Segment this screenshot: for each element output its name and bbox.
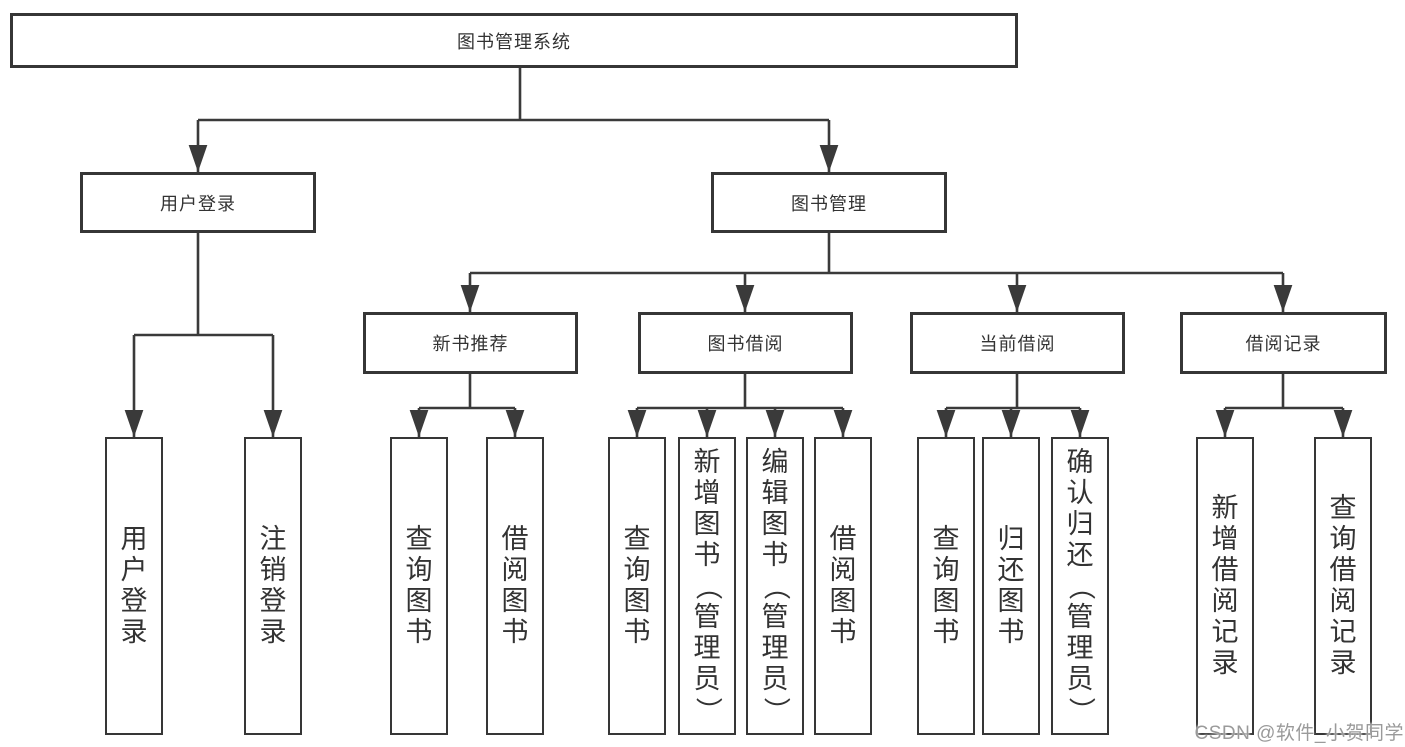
leaf-edit-books-admin-label: 编辑图书（管理员） <box>760 446 791 724</box>
node-new-book-recommend: 新书推荐 <box>363 312 578 374</box>
leaf-borrow-books-recommend: 借阅图书 <box>486 437 544 735</box>
leaf-borrow-books-label: 借阅图书 <box>829 524 857 647</box>
leaf-borrow-books-recommend-label: 借阅图书 <box>501 524 529 647</box>
leaf-add-borrow-record-label: 新增借阅记录 <box>1211 493 1239 678</box>
node-borrow-records: 借阅记录 <box>1180 312 1387 374</box>
node-new-book-recommend-label: 新书推荐 <box>432 334 509 354</box>
leaf-add-borrow-record: 新增借阅记录 <box>1196 437 1254 735</box>
leaf-edit-books-admin: 编辑图书（管理员） <box>746 437 804 735</box>
node-user-login-label: 用户登录 <box>160 193 236 214</box>
leaf-confirm-return-admin: 确认归还（管理员） <box>1051 437 1109 735</box>
leaf-add-books-admin-label: 新增图书（管理员） <box>692 446 723 724</box>
leaf-query-books-current: 查询图书 <box>917 437 975 735</box>
leaf-user-login-label: 用户登录 <box>120 524 148 647</box>
node-book-management: 图书管理 <box>711 172 947 233</box>
leaf-query-books-borrow-label: 查询图书 <box>623 524 651 647</box>
node-root: 图书管理系统 <box>10 13 1018 68</box>
leaf-add-books-admin: 新增图书（管理员） <box>678 437 736 735</box>
node-borrow-records-label: 借阅记录 <box>1245 334 1322 354</box>
leaf-logout: 注销登录 <box>244 437 302 735</box>
node-book-borrow-label: 图书借阅 <box>707 334 784 354</box>
leaf-query-books-recommend-label: 查询图书 <box>405 524 433 647</box>
leaf-query-borrow-record-label: 查询借阅记录 <box>1329 493 1357 678</box>
node-current-borrow-label: 当前借阅 <box>979 334 1056 354</box>
leaf-query-books-current-label: 查询图书 <box>932 524 960 647</box>
node-root-label: 图书管理系统 <box>457 31 571 52</box>
leaf-query-books-recommend: 查询图书 <box>390 437 448 735</box>
leaf-return-books-label: 归还图书 <box>997 524 1025 647</box>
node-book-borrow: 图书借阅 <box>638 312 853 374</box>
leaf-borrow-books: 借阅图书 <box>814 437 872 735</box>
leaf-confirm-return-admin-label: 确认归还（管理员） <box>1065 446 1096 724</box>
leaf-query-borrow-record: 查询借阅记录 <box>1314 437 1372 735</box>
watermark: CSDN @软件_小贺同学 <box>1194 723 1404 744</box>
leaf-user-login: 用户登录 <box>105 437 163 735</box>
node-user-login: 用户登录 <box>80 172 316 233</box>
leaf-return-books: 归还图书 <box>982 437 1040 735</box>
leaf-query-books-borrow: 查询图书 <box>608 437 666 735</box>
node-current-borrow: 当前借阅 <box>910 312 1125 374</box>
node-book-management-label: 图书管理 <box>791 193 867 214</box>
leaf-logout-label: 注销登录 <box>259 524 287 647</box>
